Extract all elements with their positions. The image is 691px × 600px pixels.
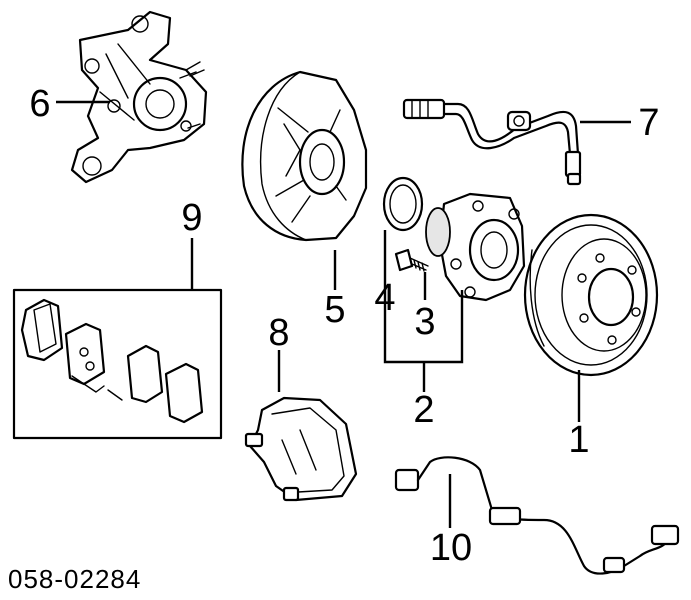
callout-4: 4 [374, 277, 395, 319]
abs-sensor-part [394, 456, 680, 575]
callout-8: 8 [268, 312, 289, 354]
leader-lines [56, 100, 631, 528]
knuckle-part [70, 10, 208, 184]
caliper-part [244, 396, 358, 502]
brake-hose-part [402, 98, 582, 186]
callout-10: 10 [430, 527, 472, 569]
snap-ring-part [382, 176, 424, 232]
callout-6: 6 [29, 83, 50, 125]
brake-disc-part [523, 213, 659, 377]
callout-7: 7 [638, 102, 659, 144]
callout-3: 3 [414, 301, 435, 343]
callout-5: 5 [324, 289, 345, 331]
brake-pads-part [20, 298, 204, 424]
callout-9: 9 [181, 197, 202, 239]
brake-pad-set-box [12, 288, 223, 440]
diagram-code-label: 058-02284 [8, 564, 141, 594]
hub-bolt-part [394, 248, 429, 272]
splash-shield-part [241, 70, 368, 242]
hub-bearing-part [425, 192, 526, 302]
callout-1: 1 [568, 419, 589, 461]
callout-2: 2 [413, 389, 434, 431]
